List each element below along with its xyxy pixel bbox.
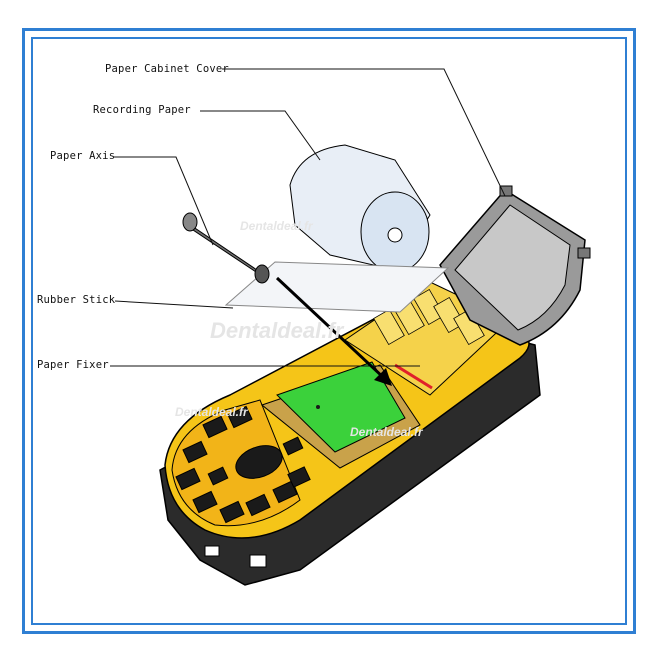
label-recording-paper: Recording Paper [93,104,191,116]
label-paper-cabinet-cover: Paper Cabinet Cover [105,63,229,75]
svg-text:Dentaldeal.fr: Dentaldeal.fr [210,318,345,343]
svg-text:Dentaldeal.fr: Dentaldeal.fr [240,219,314,233]
svg-text:Dentaldeal.fr: Dentaldeal.fr [350,425,424,439]
recording-paper-roll [290,145,430,272]
label-paper-axis: Paper Axis [50,150,115,162]
label-paper-fixer: Paper Fixer [37,359,109,371]
svg-text:Dentaldeal.fr: Dentaldeal.fr [175,405,249,419]
label-rubber-stick: Rubber Stick [37,294,115,306]
